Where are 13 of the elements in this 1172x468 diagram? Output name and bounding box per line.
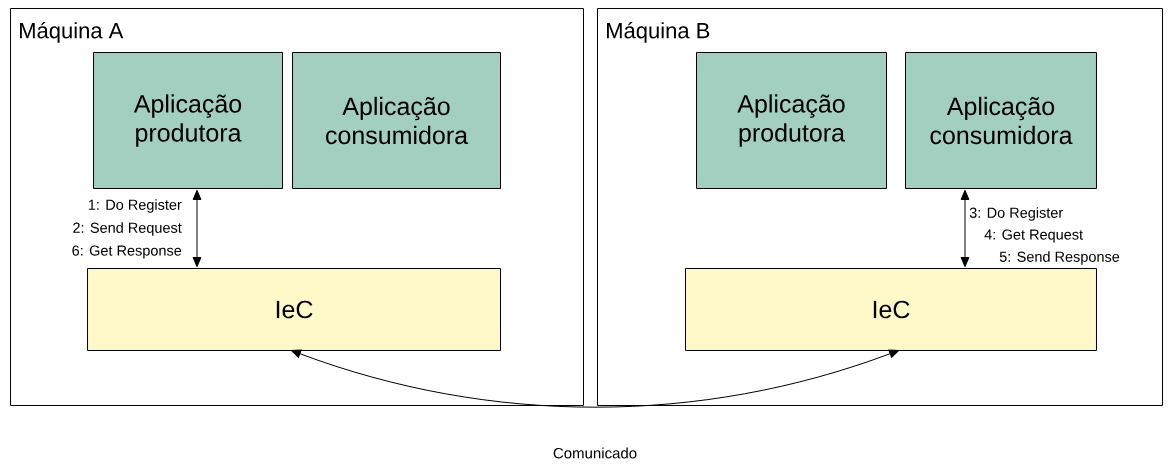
arrow xyxy=(290,349,900,408)
middleware-box: IeC xyxy=(87,268,501,351)
application-box: Aplicação produtora xyxy=(696,52,887,189)
message-label: 2: Send Request xyxy=(73,222,182,236)
application-box: Aplicação produtora xyxy=(93,52,283,189)
arrow xyxy=(192,189,202,268)
application-box: Aplicação consumidora xyxy=(905,52,1097,189)
edge-label: Comunicado xyxy=(551,446,639,460)
middleware-box: IeC xyxy=(685,268,1097,351)
application-box: Aplicação consumidora xyxy=(292,52,501,189)
message-label: 4: Get Request xyxy=(984,229,1083,243)
message-label: 3: Do Register xyxy=(969,207,1063,221)
arrow xyxy=(960,189,970,268)
